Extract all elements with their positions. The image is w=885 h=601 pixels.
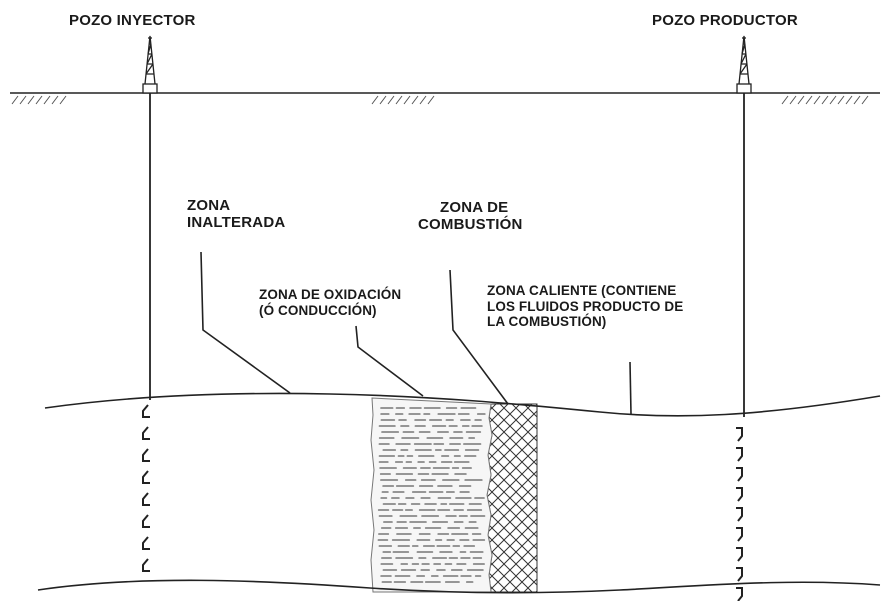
perforation-mark <box>142 558 150 572</box>
producer-well-label: POZO PRODUCTOR <box>652 12 798 29</box>
producer-perforations <box>736 427 743 601</box>
leader-unaltered <box>200 251 291 394</box>
oxidation-zone-fill <box>370 397 493 593</box>
unaltered-zone-line-1: ZONA <box>187 197 231 214</box>
perforation-mark <box>736 507 743 522</box>
perforation-mark <box>736 487 743 502</box>
combustion-zone-line-2: COMBUSTIÓN <box>418 216 523 234</box>
perforation-mark <box>142 404 150 418</box>
hot-zone-label: ZONA CALIENTE (CONTIENE LOS FLUIDOS PROD… <box>487 283 683 330</box>
hot-zone-line-2: LOS FLUIDOS PRODUCTO DE <box>487 298 684 314</box>
leader-oxidation <box>355 325 424 397</box>
reservoir-bottom <box>37 579 881 594</box>
unaltered-zone-label: ZONA INALTERADA <box>187 197 285 232</box>
derrick-icon-injector <box>142 35 158 94</box>
perforation-mark <box>736 447 743 462</box>
unaltered-zone-line-2: INALTERADA <box>187 214 286 232</box>
perforation-mark <box>736 567 743 582</box>
perforation-mark <box>142 514 150 528</box>
perforation-mark <box>142 448 150 462</box>
perforation-mark <box>142 536 150 550</box>
derrick-icon-producer <box>736 35 752 94</box>
hot-zone-line-1: ZONA CALIENTE (CONTIENE <box>487 283 677 298</box>
leader-hot-zone <box>629 361 632 415</box>
ground-hatch-left <box>11 95 67 105</box>
oxidation-zone-line-1: ZONA DE OXIDACIÓN <box>259 287 402 302</box>
combustion-zone-fill <box>486 403 538 593</box>
leader-combustion <box>449 269 509 405</box>
ground-hatch-right <box>781 95 869 105</box>
oxidation-zone-label: ZONA DE OXIDACIÓN (Ó CONDUCCIÓN) <box>259 287 401 318</box>
perforation-mark <box>142 492 150 506</box>
hot-zone-line-3: LA COMBUSTIÓN) <box>487 314 607 330</box>
perforation-mark <box>736 467 743 482</box>
injector-perforations <box>142 404 150 572</box>
perforation-mark <box>142 426 150 440</box>
ground-hatch-middle <box>371 95 435 105</box>
combustion-zone-line-1: ZONA DE <box>440 199 509 216</box>
oxidation-zone-line-2: (Ó CONDUCCIÓN) <box>259 302 377 318</box>
injector-well-label: POZO INYECTOR <box>69 12 196 29</box>
perforation-mark <box>736 547 743 562</box>
reservoir-top <box>44 392 881 417</box>
perforation-mark <box>736 427 743 442</box>
combustion-zone-label: ZONA DE COMBUSTIÓN <box>418 199 523 234</box>
oxidation-zone-dashes <box>377 407 486 583</box>
perforation-mark <box>736 587 743 601</box>
perforation-mark <box>142 470 150 484</box>
perforation-mark <box>736 527 743 542</box>
